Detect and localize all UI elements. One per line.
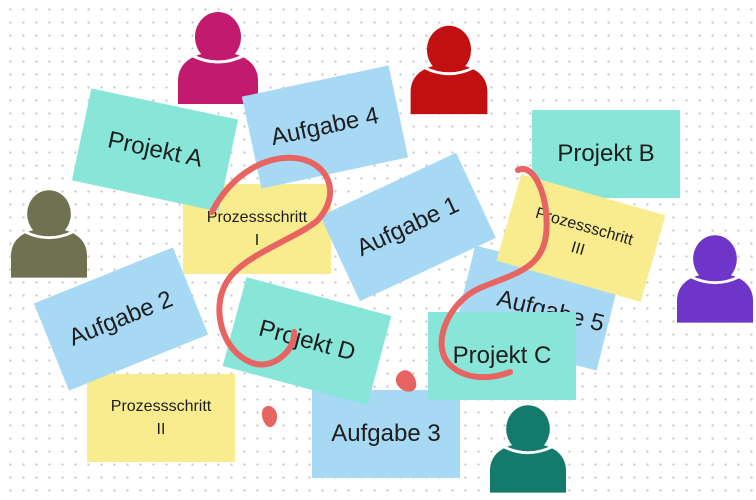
ink-stroke-right-s-curve (438, 165, 550, 381)
ink-blob-left (261, 405, 278, 428)
sticky-note-prozessschritt-2[interactable]: Prozessschritt II (87, 374, 235, 462)
person-icon-olive (11, 190, 87, 278)
note-label: Projekt B (557, 140, 655, 167)
ink-stroke-left-s-curve (209, 154, 334, 368)
note-label: Prozessschritt II (110, 398, 212, 438)
person-icon-magenta (178, 12, 258, 104)
sticky-note-aufgabe-3[interactable]: Aufgabe 3 (312, 390, 460, 478)
note-label: Aufgabe 3 (331, 420, 441, 447)
person-icon-red (410, 25, 488, 115)
sticky-note-projekt-c[interactable]: Projekt C (428, 312, 576, 400)
person-icon-dark-teal (490, 405, 566, 493)
note-label: Prozessschritt I (206, 209, 308, 249)
note-label: Projekt C (452, 342, 552, 369)
person-icon-purple (677, 235, 753, 323)
ink-blob-center (395, 370, 417, 392)
